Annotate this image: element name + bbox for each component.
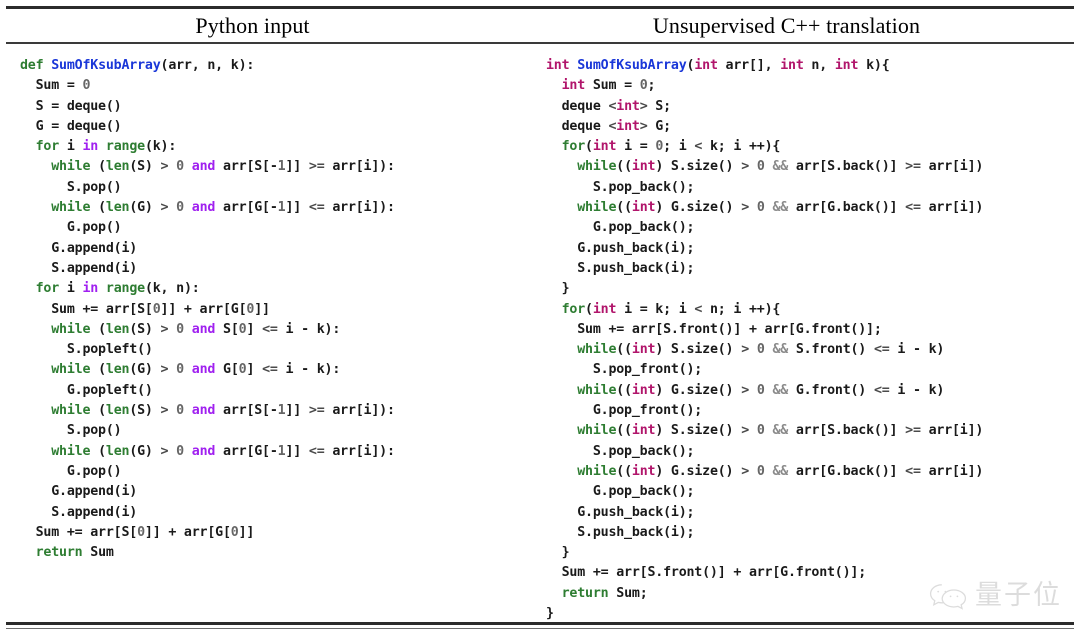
cpp-code-block: int SumOfKsubArray(int arr[], int n, int…: [546, 58, 984, 620]
table-body-row: def SumOfKsubArray(arr, n, k): Sum = 0 S…: [6, 48, 1074, 620]
table-bottom-rule-thin: [6, 628, 1074, 629]
cpp-code-cell: int SumOfKsubArray(int arr[], int n, int…: [499, 48, 1074, 620]
table-top-rule: [6, 6, 1074, 9]
table-header-rule: [6, 42, 1074, 44]
table-bottom-rule: [6, 622, 1074, 625]
python-code-cell: def SumOfKsubArray(arr, n, k): Sum = 0 S…: [6, 48, 499, 620]
column-header-python: Python input: [195, 13, 310, 38]
column-header-cpp: Unsupervised C++ translation: [652, 13, 921, 38]
python-code-block: def SumOfKsubArray(arr, n, k): Sum = 0 S…: [20, 58, 395, 561]
table-header-row: Python input Unsupervised C++ translatio…: [6, 10, 1074, 42]
